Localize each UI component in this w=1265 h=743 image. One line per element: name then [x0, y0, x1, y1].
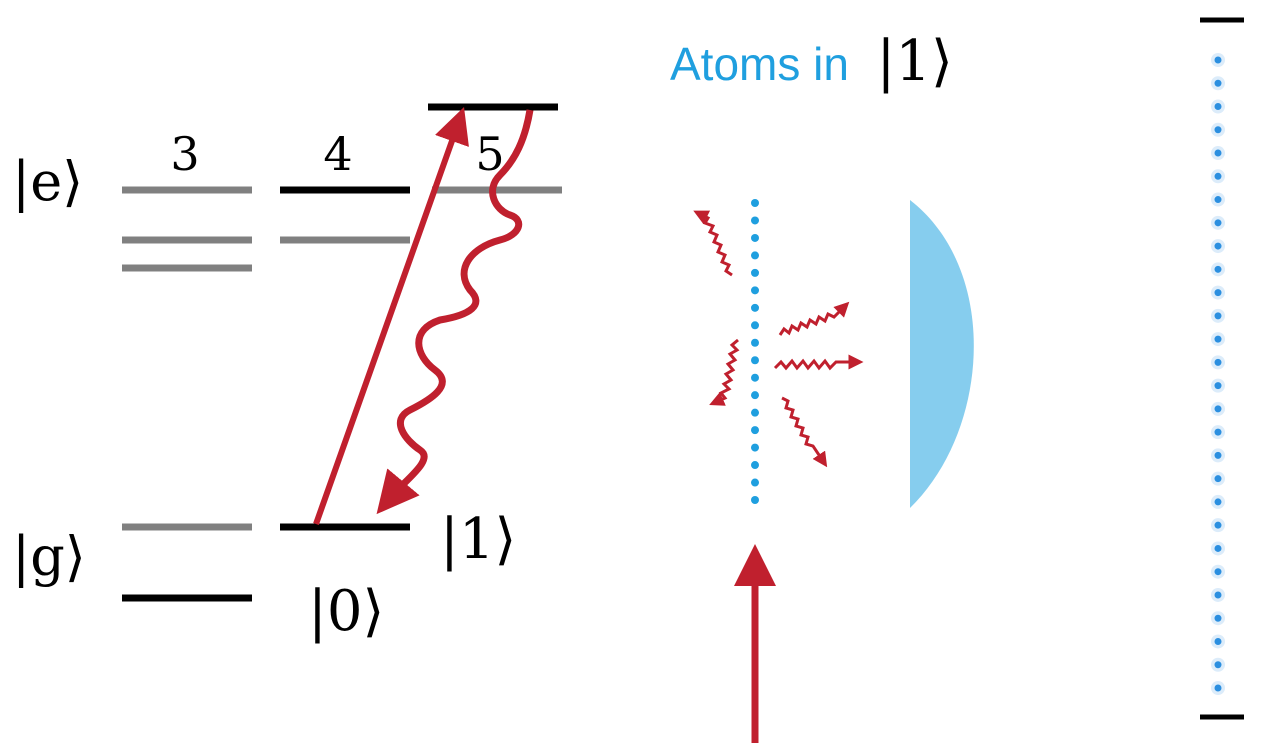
image-spot — [1214, 591, 1222, 599]
level-4-label: 4 — [323, 127, 352, 181]
state-0-label: |0⟩ — [308, 579, 384, 644]
image-spot — [1214, 219, 1222, 227]
atom-dot — [751, 461, 759, 470]
image-spot — [1214, 335, 1222, 343]
photon-upper-left — [693, 210, 733, 277]
image-spot — [1214, 382, 1222, 390]
image-spot — [1214, 568, 1222, 576]
image-spot — [1214, 405, 1222, 413]
atom-dot — [751, 321, 759, 330]
atoms-title: Atoms in |1⟩ — [670, 29, 953, 94]
atom-dot — [751, 286, 759, 295]
collection-lens — [910, 200, 974, 508]
atom-dot — [751, 268, 759, 277]
atoms-title-prefix: Atoms in — [670, 38, 849, 90]
image-spot — [1214, 56, 1222, 64]
atom-dot — [751, 373, 759, 382]
image-spot — [1214, 149, 1222, 157]
image-spot — [1214, 265, 1222, 273]
atom-dot — [751, 391, 759, 400]
image-spot — [1214, 521, 1222, 529]
image-spot — [1214, 451, 1222, 459]
photon-lower-left — [709, 338, 740, 406]
atom-dot — [751, 478, 759, 487]
ground-state-label: |g⟩ — [12, 525, 86, 588]
photon-lower-right — [781, 396, 828, 468]
image-spot — [1214, 475, 1222, 483]
level-3-label: 3 — [170, 127, 199, 181]
atom-dot — [751, 408, 759, 417]
image-spot — [1214, 684, 1222, 692]
fluorescence-photons — [693, 210, 864, 468]
atom-dot — [751, 303, 759, 312]
atoms-title-state: |1⟩ — [876, 29, 952, 94]
atom-dot — [751, 443, 759, 452]
image-spot — [1214, 79, 1222, 87]
camera-image-column — [1211, 53, 1225, 695]
image-spot — [1214, 358, 1222, 366]
atom-dot — [751, 426, 759, 435]
excited-state-label: |e⟩ — [12, 150, 83, 213]
image-spot — [1214, 242, 1222, 250]
excitation-arrow — [313, 107, 469, 526]
image-spot — [1214, 312, 1222, 320]
atom-dot — [751, 216, 759, 225]
image-spot — [1214, 172, 1222, 180]
image-spot — [1214, 544, 1222, 552]
image-spot — [1214, 637, 1222, 645]
photon-upper-right — [778, 301, 850, 336]
image-spot — [1214, 661, 1222, 669]
atom-dot — [751, 496, 759, 504]
atom-dot — [751, 338, 759, 347]
atom-dot — [751, 199, 759, 207]
image-spot — [1214, 126, 1222, 134]
atom-dot — [751, 251, 759, 260]
photon-middle-right — [773, 354, 864, 371]
image-spot — [1214, 428, 1222, 436]
image-spot — [1214, 614, 1222, 622]
image-spot — [1214, 498, 1222, 506]
image-spot — [1214, 196, 1222, 204]
atom-array — [751, 199, 759, 504]
atom-dot — [751, 356, 759, 365]
state-1-label: |1⟩ — [440, 507, 516, 572]
image-spot — [1214, 103, 1222, 111]
image-spot — [1214, 289, 1222, 297]
decay-wavy-arrow — [376, 109, 534, 515]
atom-dot — [751, 233, 759, 242]
